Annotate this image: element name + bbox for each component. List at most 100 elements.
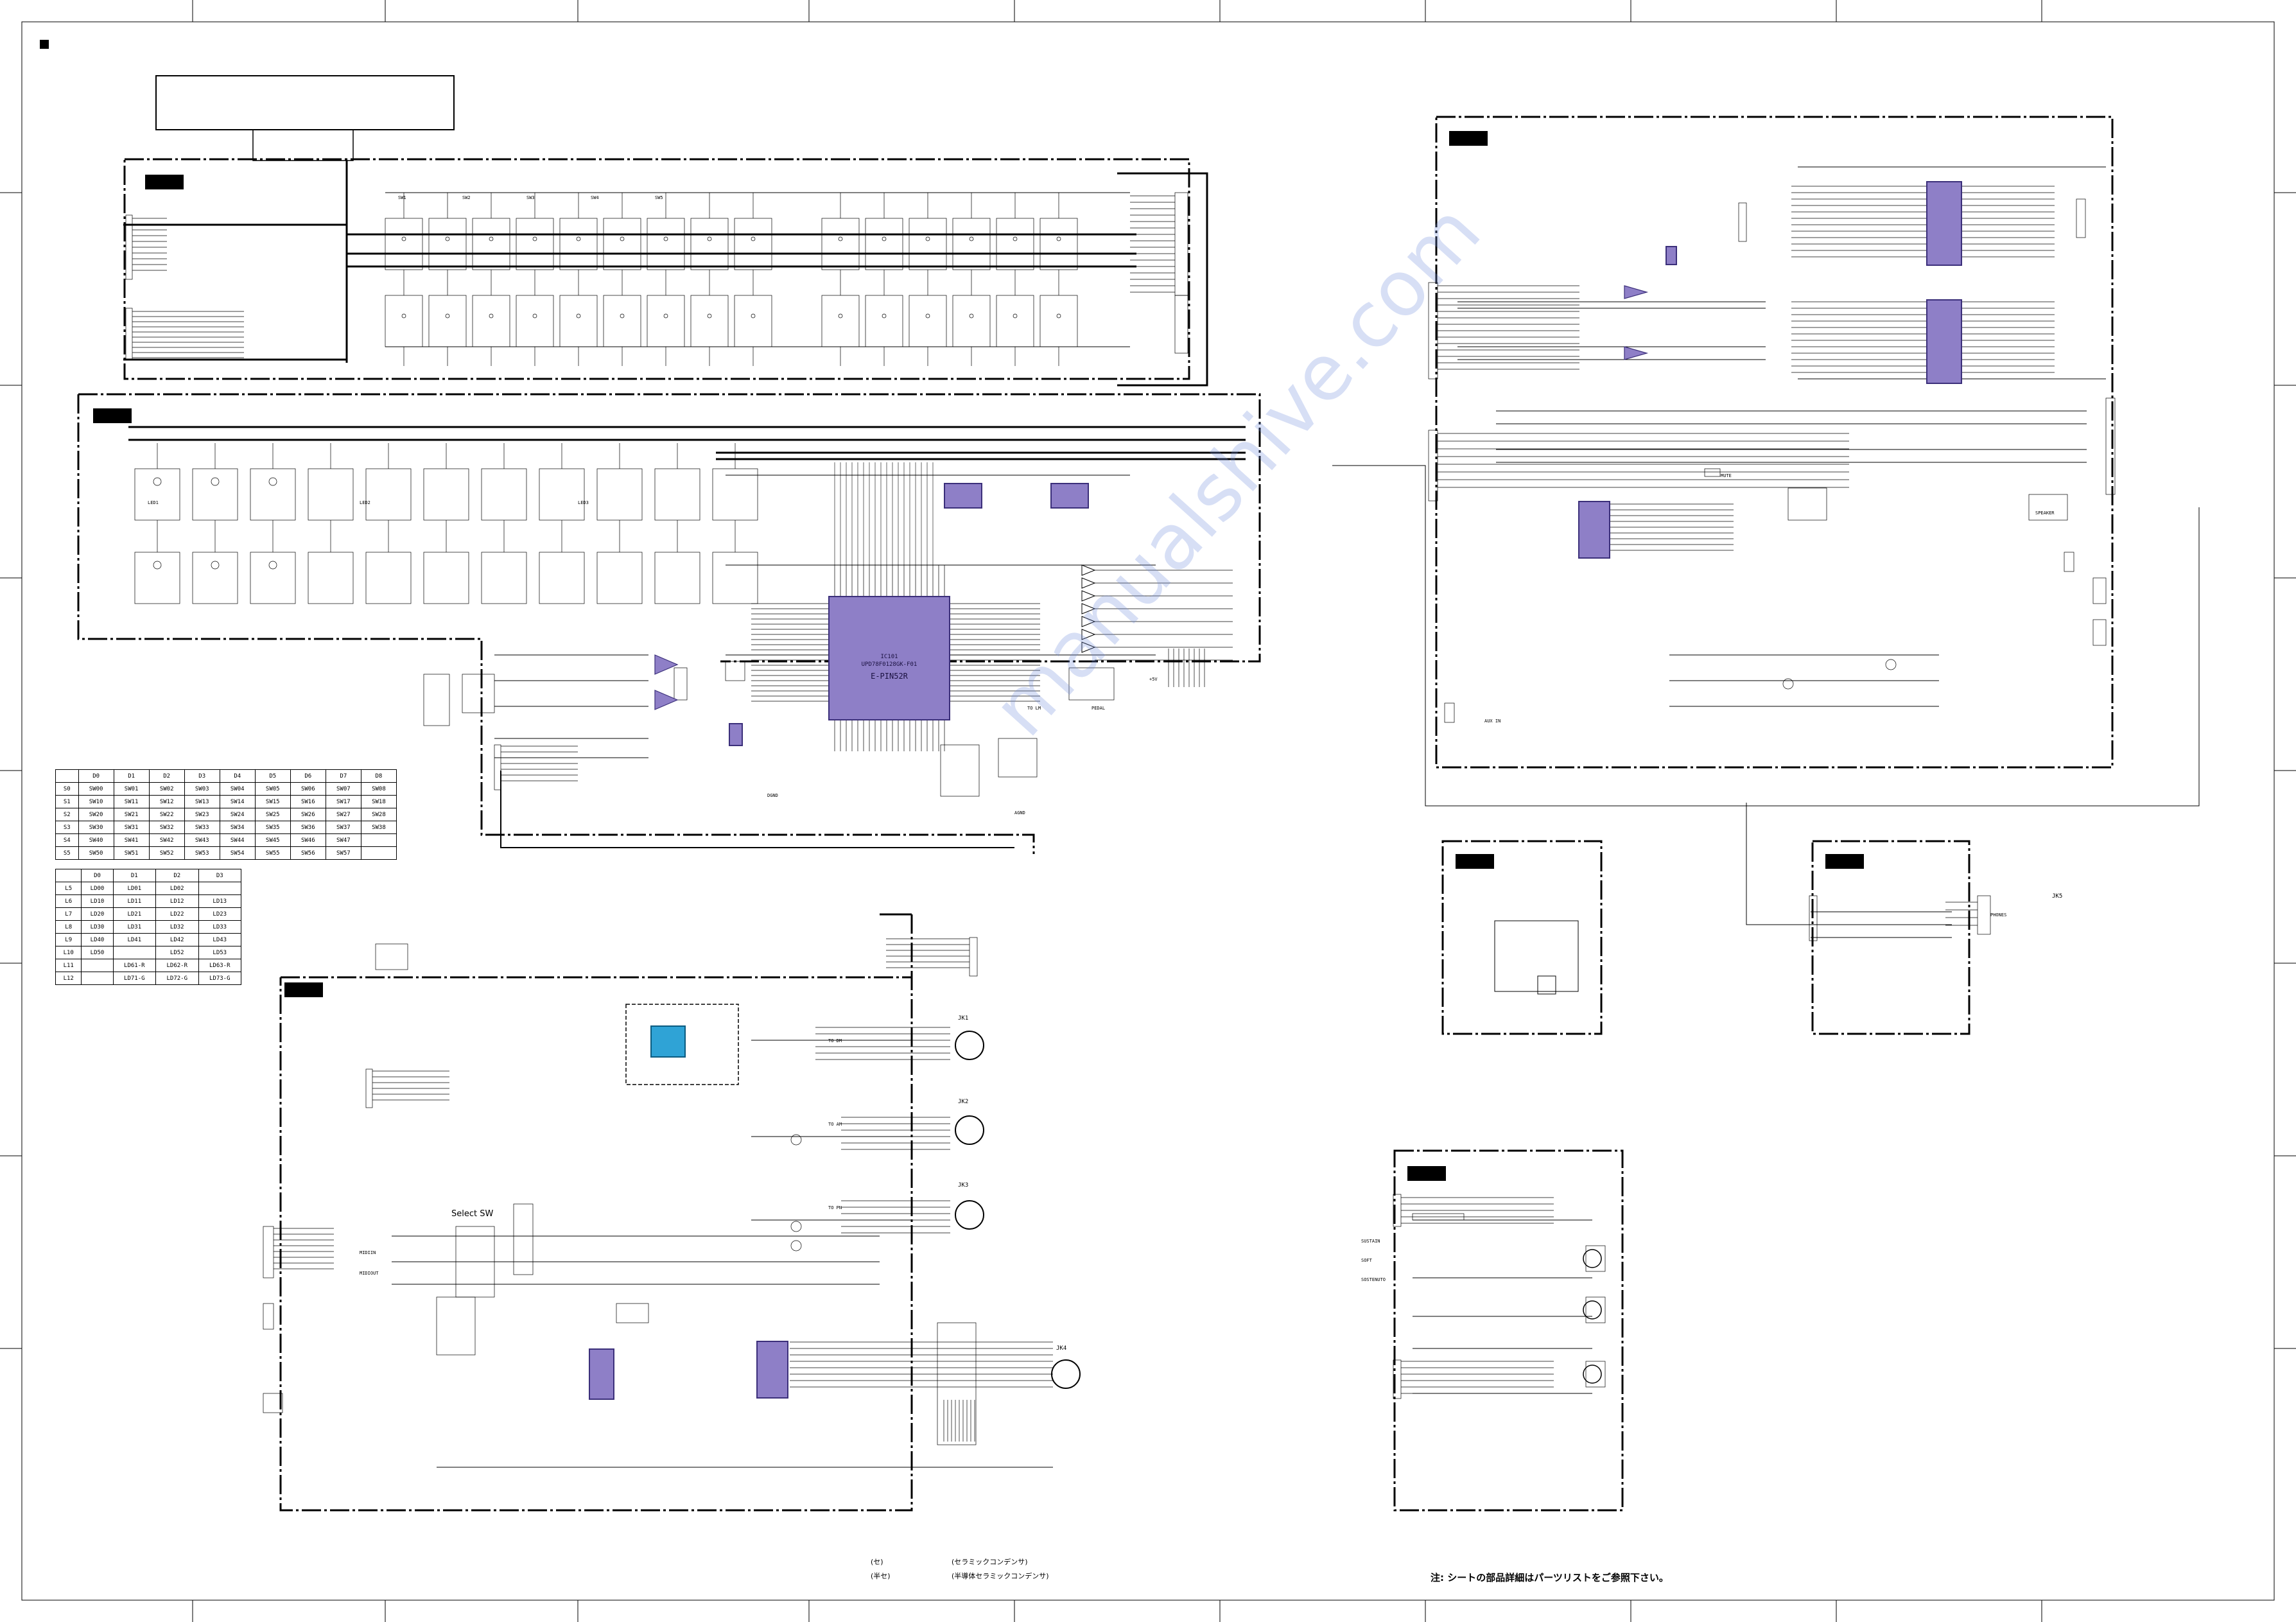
switch-matrix-cell: S1 (55, 795, 79, 808)
switch-matrix-cell: SW46 (290, 833, 326, 847)
ic-logic-2 (589, 1348, 614, 1400)
switch-matrix-cell (360, 833, 397, 847)
net-label: SPEAKER (2035, 510, 2055, 516)
switch-matrix-cell: SW20 (78, 808, 114, 821)
net-label: SUSTAIN (1361, 1239, 1380, 1244)
led-matrix-cell: LD10 (81, 894, 114, 908)
led-matrix-cell: LD52 (155, 946, 199, 959)
led-matrix-cell: LD02 (155, 882, 199, 895)
net-label: SW3 (526, 195, 535, 200)
net-label: SOSTENUTO (1361, 1277, 1386, 1282)
switch-matrix-cell: SW54 (219, 846, 256, 860)
switch-matrix-cell: SW41 (113, 833, 150, 847)
switch-matrix-cell: SW23 (184, 808, 220, 821)
led-matrix-cell: LD20 (81, 907, 114, 921)
switch-matrix-cell: SW18 (360, 795, 397, 808)
led-matrix-header-cell: D1 (112, 869, 157, 882)
led-matrix-cell: L12 (55, 972, 82, 985)
panel-display-board (123, 75, 1208, 387)
switch-matrix-cell: SW43 (184, 833, 220, 847)
panel-midi-board (279, 913, 1081, 1512)
jk3-label: JK3 (958, 1182, 969, 1189)
switch-matrix-header-cell: D5 (254, 769, 291, 783)
switch-matrix-cell: SW16 (290, 795, 326, 808)
led-matrix-cell: LD63-R (198, 959, 241, 972)
board-tag-4 (1449, 131, 1488, 146)
main-cpu-mark: E-PIN52R (871, 672, 908, 681)
switch-matrix-cell: SW15 (254, 795, 291, 808)
switch-matrix-cell: SW50 (78, 846, 114, 860)
switch-matrix-cell: SW37 (325, 821, 361, 834)
switch-matrix-header-cell: D8 (360, 769, 397, 783)
switch-matrix-cell: SW45 (254, 833, 291, 847)
ic-amp-driver-1 (1926, 181, 1962, 266)
net-label: LED3 (578, 500, 589, 505)
switch-matrix-cell: SW28 (360, 808, 397, 821)
panel-pedal-board (1393, 1149, 1624, 1512)
switch-matrix-cell: SW24 (219, 808, 256, 821)
led-matrix-header-cell: D3 (198, 869, 241, 882)
led-matrix-cell: LD13 (198, 894, 241, 908)
switch-matrix-cell (360, 846, 397, 860)
switch-matrix-cell: SW27 (325, 808, 361, 821)
switch-matrix-cell: SW07 (325, 782, 361, 796)
led-matrix-cell: LD61-R (112, 959, 157, 972)
switch-matrix-cell: SW44 (219, 833, 256, 847)
led-matrix-cell: LD31 (112, 920, 157, 934)
led-matrix-cell: LD32 (155, 920, 199, 934)
switch-matrix-cell: SW10 (78, 795, 114, 808)
switch-matrix-header-cell: D2 (148, 769, 185, 783)
led-matrix-cell: L9 (55, 933, 82, 946)
net-label: SOFT (1361, 1258, 1372, 1263)
net-label: TO AM (828, 1122, 842, 1127)
board-tag-5 (1456, 854, 1494, 869)
net-label: SW4 (591, 195, 599, 200)
led-matrix-cell: LD71-G (112, 972, 157, 985)
switch-matrix-cell: SW38 (360, 821, 397, 834)
switch-matrix-cell: SW53 (184, 846, 220, 860)
switch-matrix-cell: SW52 (148, 846, 185, 860)
board-tag-1 (145, 175, 184, 189)
switch-matrix-cell: SW04 (219, 782, 256, 796)
corner-marker (40, 40, 49, 49)
parts-note: 注: シートの部品詳細はパーツリストをご参照下さい。 (1431, 1572, 1669, 1583)
ic-amp-mixer (1578, 501, 1610, 559)
legend-ceramic: (セラミックコンデンサ) (952, 1558, 1028, 1566)
led-matrix-cell: LD62-R (155, 959, 199, 972)
switch-matrix-header-cell: D1 (113, 769, 150, 783)
switch-matrix-header-cell: D3 (184, 769, 220, 783)
select-sw-label: Select SW (451, 1209, 494, 1219)
switch-matrix-cell: SW02 (148, 782, 185, 796)
switch-matrix-cell: SW14 (219, 795, 256, 808)
switch-matrix-cell: SW12 (148, 795, 185, 808)
net-label: LED2 (360, 500, 370, 505)
led-matrix-cell: LD73-G (198, 972, 241, 985)
legend-ceramic-mark: (セ) (871, 1558, 883, 1566)
net-label: TO PN (828, 1205, 842, 1210)
led-matrix-cell: L10 (55, 946, 82, 959)
board-tag-2 (93, 408, 132, 423)
ic-amp-driver-2 (1926, 299, 1962, 384)
switch-matrix-cell: SW34 (219, 821, 256, 834)
net-label: LED1 (148, 500, 159, 505)
ic-reset (729, 723, 743, 746)
net-label: SW2 (462, 195, 471, 200)
led-matrix-cell: LD43 (198, 933, 241, 946)
switch-matrix-cell: S3 (55, 821, 79, 834)
switch-matrix-cell: SW21 (113, 808, 150, 821)
led-matrix-cell: LD23 (198, 907, 241, 921)
led-matrix-cell: LD72-G (155, 972, 199, 985)
ic-switch-driver-2 (1050, 483, 1089, 509)
switch-matrix-cell: S2 (55, 808, 79, 821)
